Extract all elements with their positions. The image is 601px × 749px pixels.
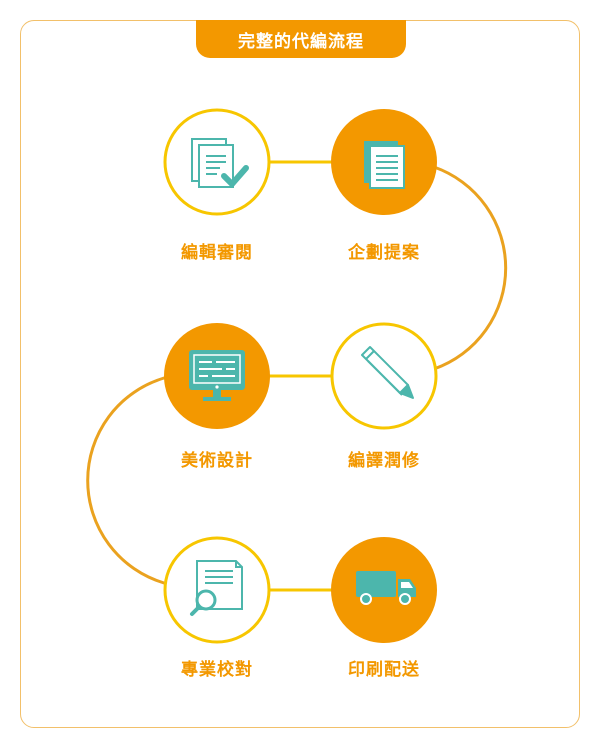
step-proposal (331, 109, 437, 215)
step-translation-label: 編譯潤修 (348, 451, 420, 471)
step-design-label: 美術設計 (181, 451, 253, 471)
monitor-icon (189, 350, 245, 401)
step-printing-label: 印刷配送 (348, 660, 420, 680)
step-editing-label: 編輯審閱 (181, 243, 253, 263)
step-printing (331, 537, 437, 643)
document-checkmark-icon (191, 138, 249, 188)
pencil-icon (361, 346, 414, 399)
document-magnifier-icon (190, 560, 243, 616)
step-proofread-label: 專業校對 (181, 660, 253, 680)
connector-proposal-translation (432, 165, 508, 371)
diagram-title: 完整的代編流程 (196, 20, 406, 58)
step-editing (163, 108, 271, 216)
delivery-truck-icon (356, 571, 416, 605)
connector-design-proofread (86, 376, 166, 585)
step-proposal-label: 企劃提案 (348, 243, 420, 263)
flow-connectors (86, 160, 508, 592)
document-stack-icon (364, 141, 405, 189)
step-proofread (163, 536, 271, 644)
step-design (164, 323, 270, 429)
step-translation (330, 322, 438, 430)
